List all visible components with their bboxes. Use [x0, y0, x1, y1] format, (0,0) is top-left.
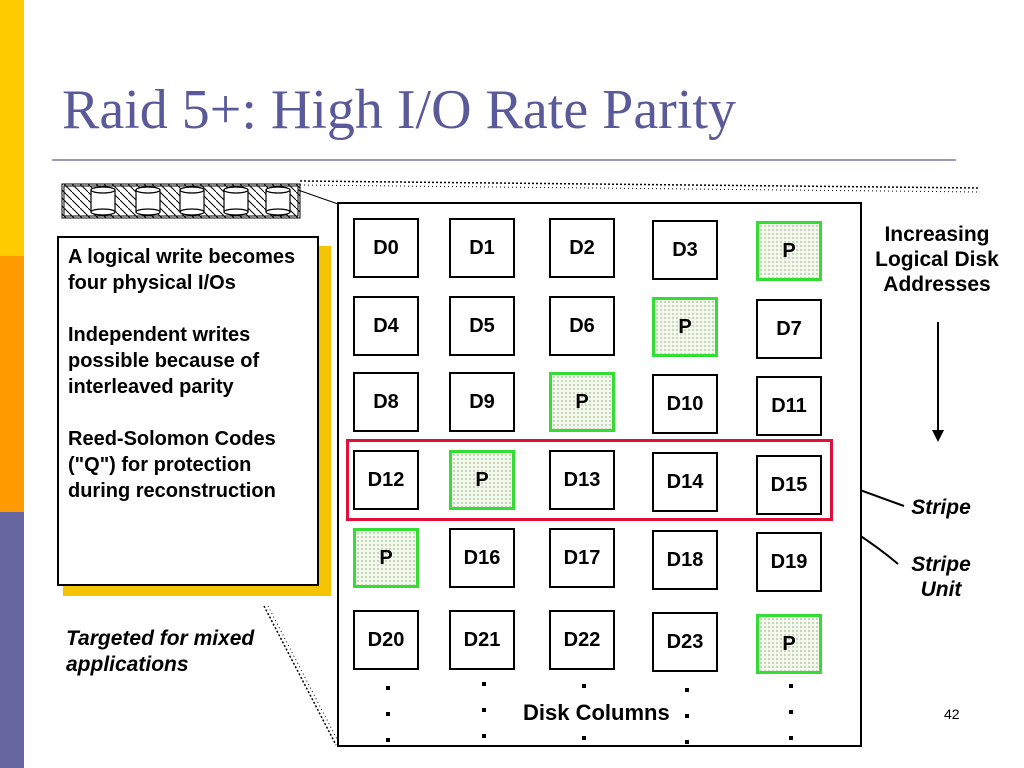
data-unit-cell: D12 [353, 450, 419, 510]
data-unit-cell: D5 [449, 296, 515, 356]
continuation-dot [685, 714, 689, 718]
continuation-dot [789, 710, 793, 714]
data-unit-cell: D18 [652, 530, 718, 590]
data-unit-cell: D2 [549, 218, 615, 278]
data-unit-cell: D3 [652, 220, 718, 280]
callout-write-io: A logical write becomes four physical I/… [68, 246, 296, 294]
continuation-dot [386, 738, 390, 742]
disk-columns-label: Disk Columns [521, 700, 672, 726]
left-accent-bar-middle [0, 256, 24, 512]
data-unit-cell: D1 [449, 218, 515, 278]
title-underline [52, 159, 956, 161]
parity-unit-cell: P [449, 450, 515, 510]
disk-icon [179, 186, 205, 216]
data-unit-cell: D19 [756, 532, 822, 592]
continuation-dot [386, 686, 390, 690]
data-unit-cell: D0 [353, 218, 419, 278]
data-unit-cell: D17 [549, 528, 615, 588]
data-unit-cell: D11 [756, 376, 822, 436]
data-unit-cell: D21 [449, 610, 515, 670]
callout-independent-writes: Independent writes possible because of i… [68, 324, 260, 398]
data-unit-cell: D23 [652, 612, 718, 672]
callout-reed-solomon: Reed-Solomon Codes ("Q") for protection … [68, 428, 276, 502]
parity-unit-cell: P [756, 614, 822, 674]
data-unit-cell: D10 [652, 374, 718, 434]
parity-unit-cell: P [353, 528, 419, 588]
continuation-dot [685, 740, 689, 744]
continuation-dot [386, 712, 390, 716]
continuation-dot [789, 736, 793, 740]
disk-icon [223, 186, 249, 216]
data-unit-cell: D9 [449, 372, 515, 432]
stripe-unit-label: Stripe Unit [911, 553, 971, 601]
parity-unit-cell: P [549, 372, 615, 432]
data-unit-cell: D20 [353, 610, 419, 670]
continuation-dot [685, 688, 689, 692]
slide-title: Raid 5+: High I/O Rate Parity [62, 79, 736, 141]
data-unit-cell: D13 [549, 450, 615, 510]
page-number: 42 [944, 706, 960, 722]
data-unit-cell: D16 [449, 528, 515, 588]
continuation-dot [582, 684, 586, 688]
data-unit-cell: D22 [549, 610, 615, 670]
continuation-dot [482, 734, 486, 738]
continuation-dot [482, 708, 486, 712]
stripe-highlight [346, 439, 833, 521]
data-unit-cell: D14 [652, 452, 718, 512]
data-unit-cell: D6 [549, 296, 615, 356]
data-unit-cell: D4 [353, 296, 419, 356]
disk-icon [90, 186, 116, 216]
parity-unit-cell: P [756, 221, 822, 281]
disk-icon [135, 186, 161, 216]
tagline: Targeted for mixed applications [66, 627, 255, 676]
left-accent-bar-bottom [0, 512, 24, 768]
increasing-addresses-label: Increasing Logical Disk Addresses [875, 223, 999, 296]
data-unit-cell: D7 [756, 299, 822, 359]
continuation-dot [482, 682, 486, 686]
data-unit-cell: D15 [756, 455, 822, 515]
parity-unit-cell: P [652, 297, 718, 357]
continuation-dot [789, 684, 793, 688]
continuation-dot [582, 736, 586, 740]
left-accent-bar-top [0, 0, 24, 256]
data-unit-cell: D8 [353, 372, 419, 432]
stripe-label: Stripe [911, 496, 971, 519]
disk-icon [265, 186, 291, 216]
callout-box: A logical write becomes four physical I/… [57, 236, 319, 586]
